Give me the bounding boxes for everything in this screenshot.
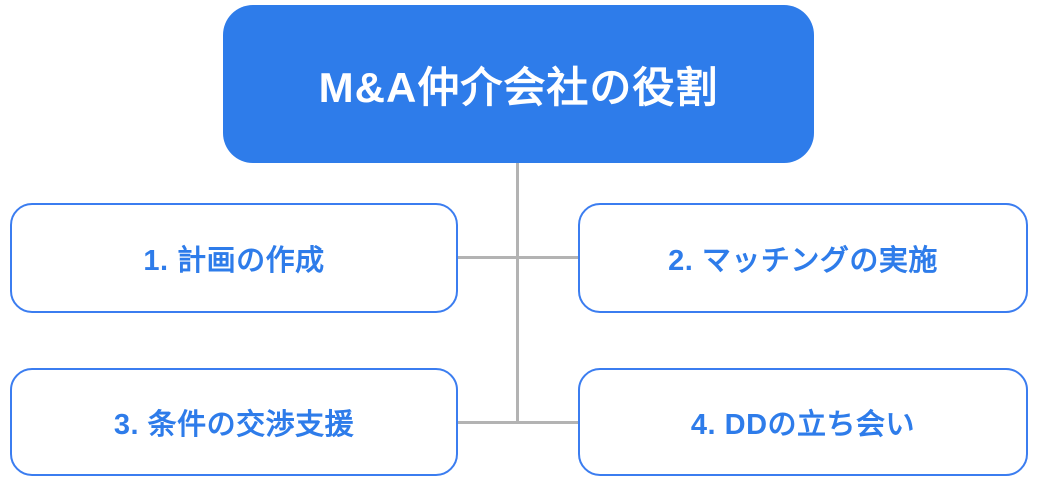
diagram-node-3-label: 3. 条件の交渉支援 (113, 409, 355, 441)
diagram-node-2-label: 2. マッチングの実施 (668, 245, 938, 277)
diagram-node-4-label: 4. DDの立ち会い (690, 409, 916, 441)
connector-horizontal-row1 (458, 256, 578, 259)
connector-vertical-line (516, 163, 519, 423)
diagram-node-3: 3. 条件の交渉支援 (10, 368, 458, 476)
diagram-title-node: M&A仲介会社の役割 (223, 5, 814, 163)
diagram-node-1: 1. 計画の作成 (10, 203, 458, 313)
diagram-node-4: 4. DDの立ち会い (578, 368, 1028, 476)
diagram-node-1-label: 1. 計画の作成 (143, 245, 325, 277)
diagram-node-2: 2. マッチングの実施 (578, 203, 1028, 313)
diagram-title-label: M&A仲介会社の役割 (318, 63, 719, 111)
connector-horizontal-row2 (458, 421, 578, 424)
